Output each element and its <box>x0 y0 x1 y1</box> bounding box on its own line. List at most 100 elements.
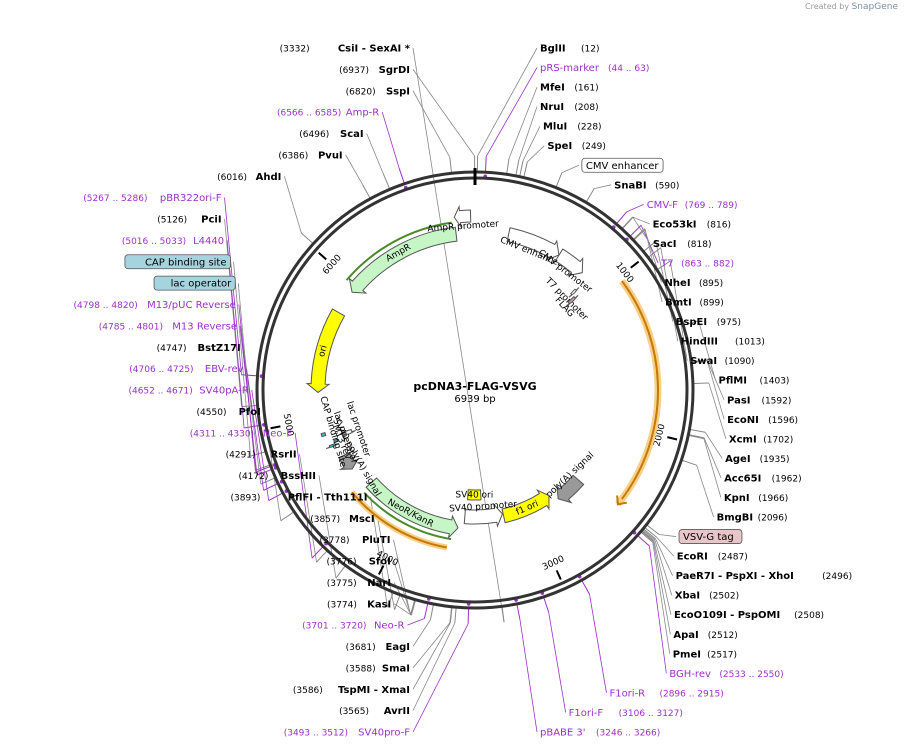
nari-site: NarI(3775) <box>327 578 391 589</box>
leader-line <box>626 203 644 213</box>
leader-stub <box>543 597 550 613</box>
vsvg-arc <box>621 280 659 500</box>
paer7i-pspxi-xhoi-name: PaeR7I - PspXI - XhoI <box>676 571 794 582</box>
leader-line <box>704 431 723 459</box>
ecori-position: (2487) <box>718 553 748 563</box>
leader-stub <box>643 528 656 540</box>
pflfi-tth111i-name: PflFI - Tth111I <box>288 492 368 503</box>
leader-line <box>508 86 538 159</box>
ahdi-position: (6016) <box>217 173 247 183</box>
econi-site: EcoNI(1596) <box>727 415 798 426</box>
leader-line <box>233 261 251 457</box>
leader-line <box>485 67 538 157</box>
neo-f-position: (4311 .. 4330) <box>190 429 254 439</box>
leader-line <box>654 539 673 596</box>
tspmi-xmai-position: (3586) <box>293 686 323 696</box>
ecoo109i-pspomi-position: (2508) <box>794 611 824 621</box>
sv40pa-r-position: (4652 .. 4671) <box>128 387 192 397</box>
leader-stub <box>682 459 697 466</box>
leader-stub <box>684 320 699 326</box>
xcmi-position: (1702) <box>763 435 793 445</box>
leader-stub <box>637 535 650 547</box>
m13-reverse-position: (4785 .. 4801) <box>99 322 163 332</box>
leader-stub <box>644 527 658 538</box>
snapgene-logo: SnapGene <box>851 2 898 12</box>
pbabe-3-position: (3246 .. 3266) <box>596 729 660 739</box>
agei-position: (1935) <box>760 455 790 465</box>
mlui-position: (228) <box>577 123 601 133</box>
bspei-site: BspEI(975) <box>676 317 741 328</box>
pvui-site: PvuI(6386) <box>278 150 342 161</box>
ecori-name: EcoRI <box>677 552 708 563</box>
pluti-name: PluTI <box>362 535 390 546</box>
rsrii-name: RsrII <box>271 450 297 461</box>
bgh-rev-site: BGH-rev(2533 .. 2550) <box>669 669 783 680</box>
eagi-position: (3681) <box>346 643 376 653</box>
ori-feature <box>305 308 346 394</box>
tspmi-xmai-name: TspMI - XmaI <box>338 685 410 696</box>
leader-stub <box>250 451 266 457</box>
pbr322ori-f-name: pBR322ori-F <box>160 193 222 204</box>
leader-stub <box>280 511 294 522</box>
kpni-position: (1966) <box>758 494 788 504</box>
leader-line <box>393 539 411 616</box>
hindiii-site: HindIII(1013) <box>681 337 765 348</box>
cmv-enhancer-site: CMV enhancer <box>581 157 664 173</box>
avrii-name: AvrII <box>384 706 410 717</box>
agei-name: AgeI <box>725 454 750 465</box>
leader-line <box>412 622 451 669</box>
leader-line <box>377 518 395 610</box>
leader-stub <box>519 160 524 176</box>
scai-position: (6496) <box>299 130 329 140</box>
apai-name: ApaI <box>673 630 698 641</box>
lac-promoter-feature <box>342 428 356 436</box>
cmv-enhancer-feature <box>506 227 560 262</box>
tick-mark <box>555 569 562 580</box>
leader-line <box>655 538 673 576</box>
eco53ki-site: Eco53kI(816) <box>653 219 731 230</box>
cap-binding-site-box <box>124 254 231 270</box>
bglii-position: (12) <box>581 45 599 55</box>
leader-line <box>412 622 456 711</box>
neo-r-position: (3701 .. 3720) <box>302 622 366 632</box>
leader-line <box>294 432 313 559</box>
leader-stub <box>429 604 434 620</box>
leader-line <box>477 47 538 157</box>
leader-stub <box>316 550 328 563</box>
neo-r-site: Neo-R(3701 .. 3720) <box>302 621 404 632</box>
pfoi-site: PfoI(4550) <box>197 407 261 418</box>
nari-name: NarI <box>367 578 391 589</box>
cap-binding-site-feature <box>320 431 327 438</box>
sgrdi-position: (6937) <box>339 66 369 76</box>
saci-position: (818) <box>687 240 711 250</box>
swai-position: (1090) <box>725 357 755 367</box>
nrui-position: (208) <box>574 103 598 113</box>
amp-r-name: Amp-R <box>346 108 380 119</box>
leader-stub <box>692 360 708 364</box>
f1ori-f-site: F1ori-F(3106 .. 3127) <box>569 708 683 719</box>
leader-line <box>381 112 400 169</box>
nhei-site: NheI(895) <box>665 278 724 289</box>
leader-line <box>703 438 722 498</box>
paer7i-pspxi-xhoi-site: PaeR7I - PspXI - XhoI(2496) <box>676 571 853 582</box>
bsshii-site: BssHII(4172) <box>238 471 316 482</box>
sv40pa-r-name: SV40pA-R <box>199 386 248 397</box>
kasi-site: KasI(3774) <box>327 599 391 610</box>
leader-line <box>632 216 650 225</box>
leader-stub <box>383 174 390 189</box>
nhei-name: NheI <box>665 278 691 289</box>
leader-line <box>394 603 412 616</box>
cmv-enhancer-box-label: CMV enhancer <box>586 161 660 172</box>
pbabe-3-site: pBABE 3'(3246 .. 3266) <box>540 728 660 739</box>
sv40-poly-a-signal-feature <box>338 451 360 470</box>
neo-f-name: Neo-F <box>263 428 293 439</box>
xbai-position: (2502) <box>709 592 739 602</box>
xcmi-name: XcmI <box>729 434 757 445</box>
f1ori-r-name: F1ori-R <box>609 688 645 699</box>
leader-stub <box>633 228 646 241</box>
saci-name: SacI <box>653 239 677 250</box>
swai-site: SwaI(1090) <box>690 356 754 367</box>
cap-binding-site-site: CAP binding site <box>124 254 231 270</box>
leader-stub <box>523 161 528 177</box>
csii-sexai-name: CsiI - SexAI * <box>338 44 411 55</box>
